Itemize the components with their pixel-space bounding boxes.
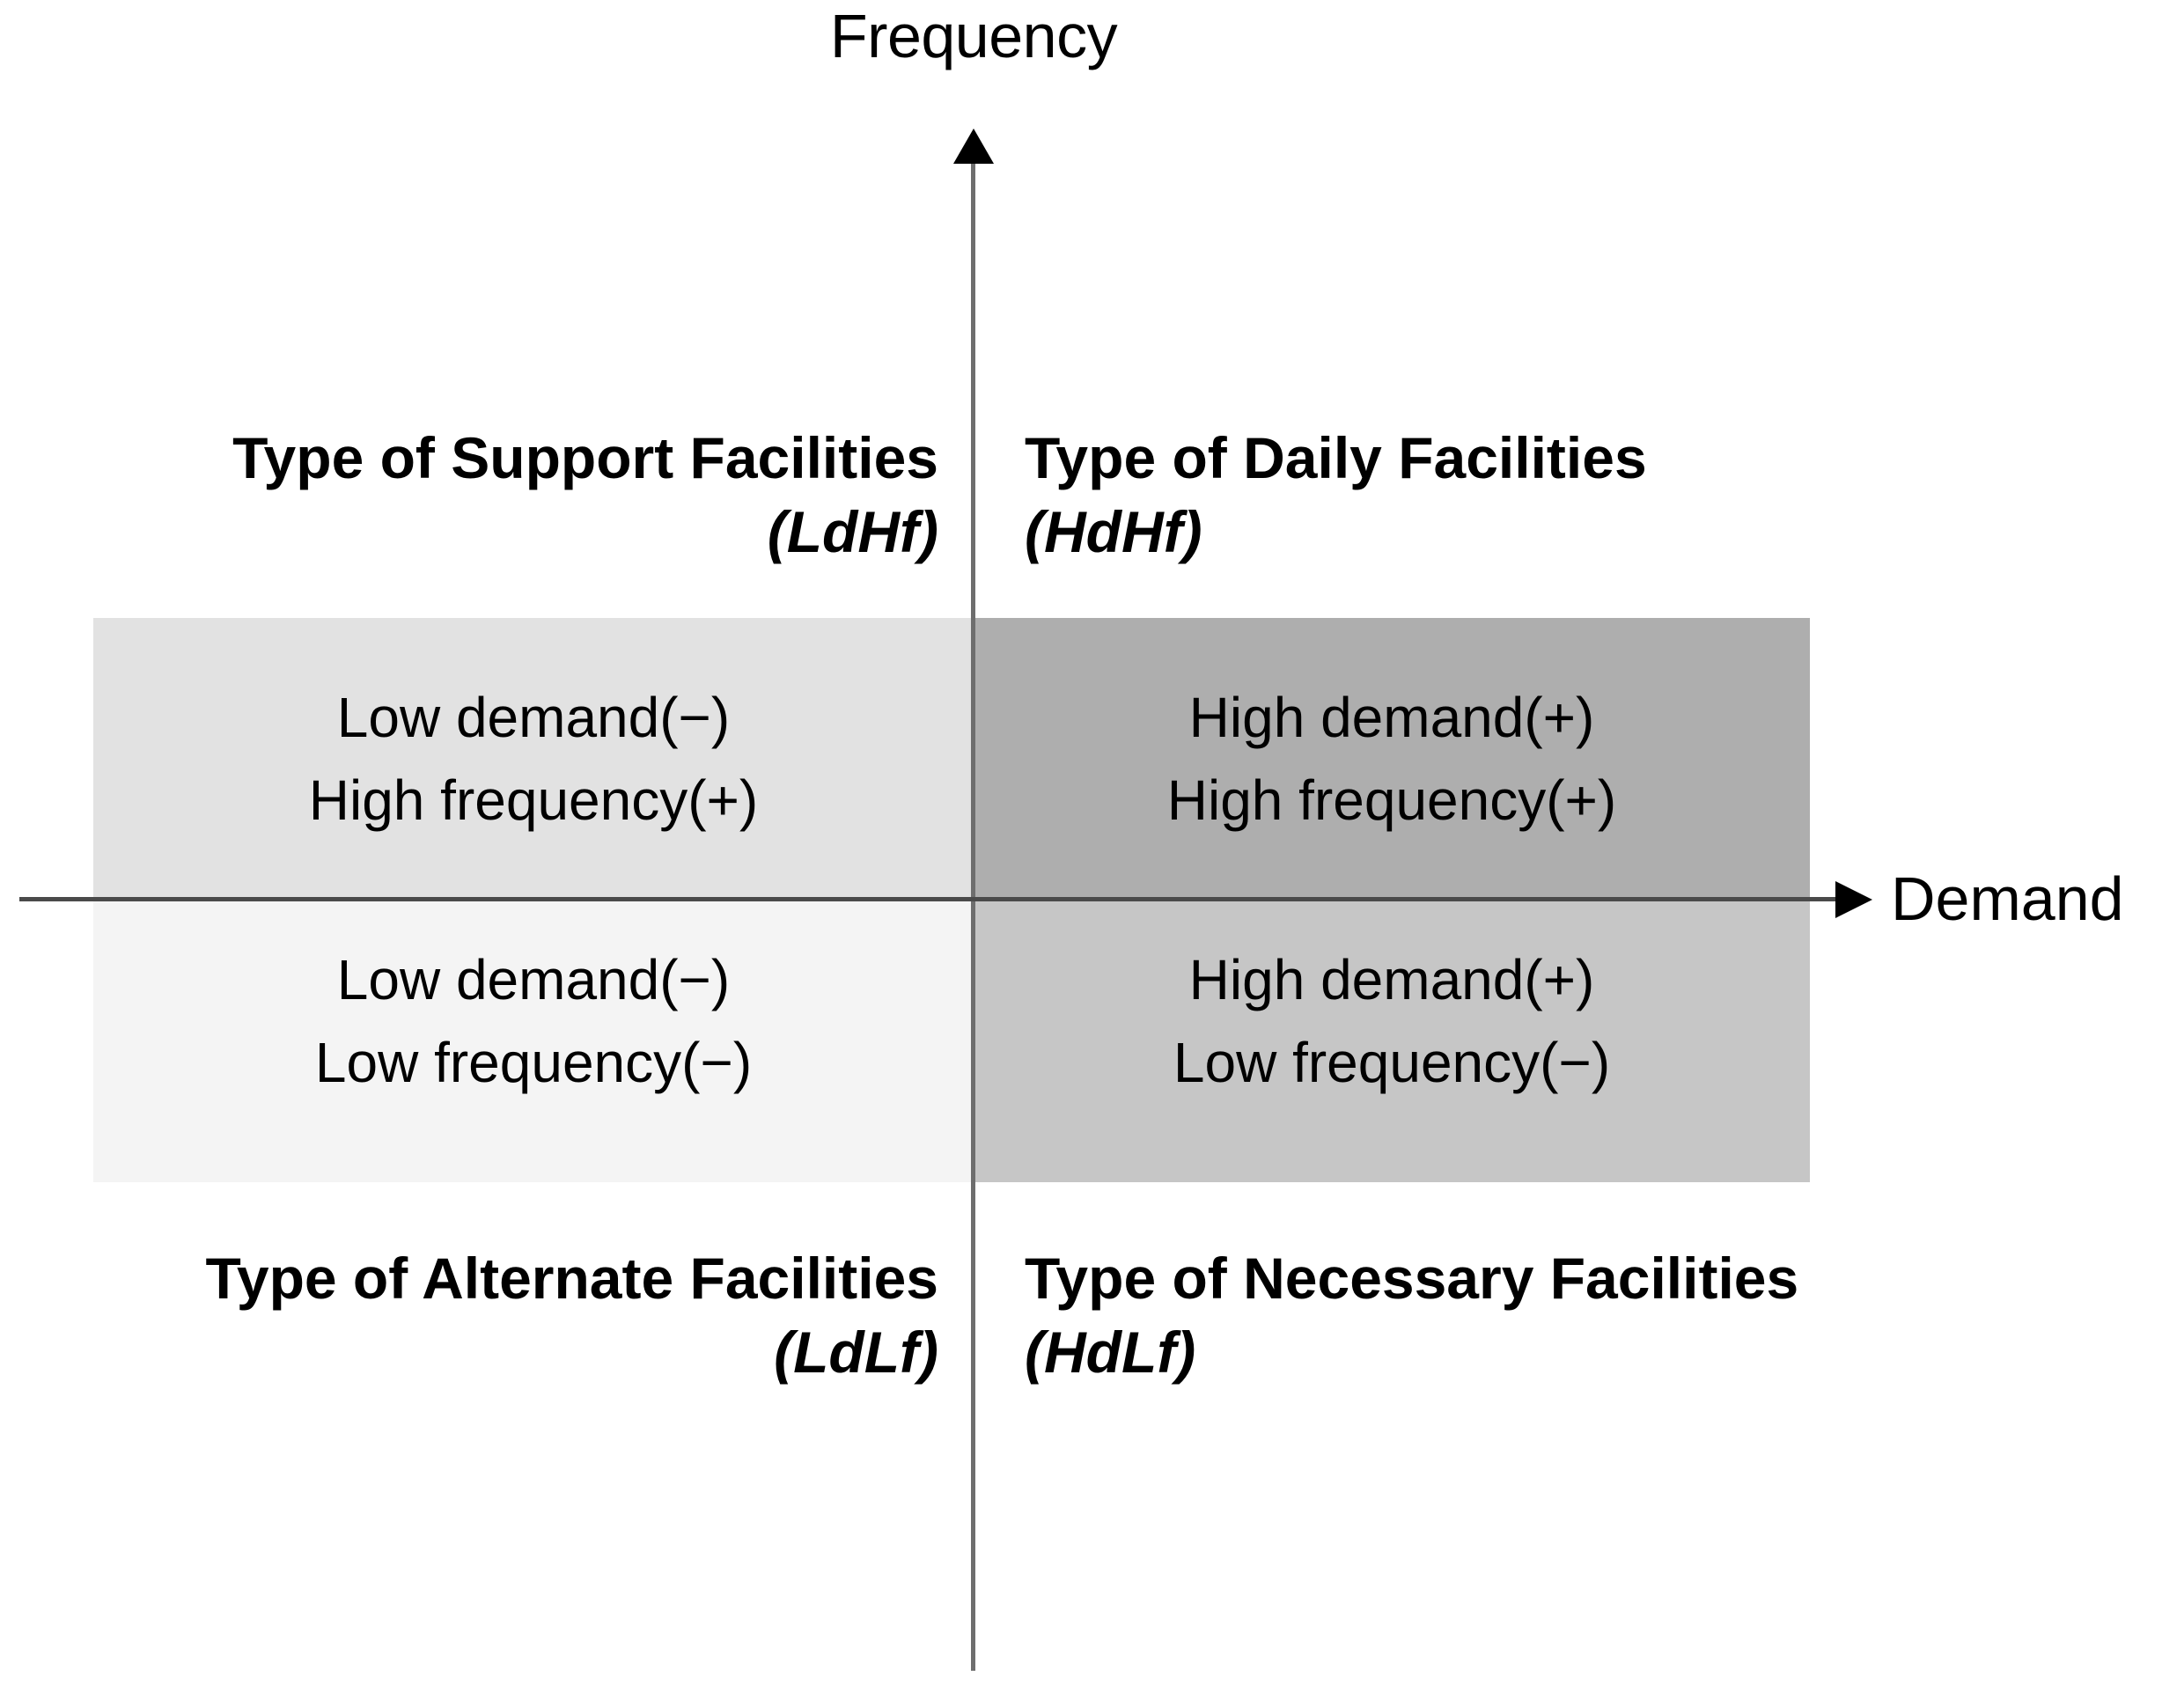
quadrant-fill-bottom-right bbox=[974, 900, 1810, 1182]
quadrant-body-top-left-line1: Low demand(−) bbox=[336, 686, 731, 749]
quadrant-title-top-left-text: Type of Support Facilities bbox=[232, 425, 938, 490]
y-axis-label: Frequency bbox=[829, 2, 1118, 70]
quadrant-title-bottom-left: Type of Alternate Facilities (LdLf) bbox=[35, 1241, 938, 1389]
quadrant-body-bottom-right-line1: High demand(+) bbox=[1188, 948, 1595, 1011]
quadrant-body-top-right: High demand(+) High frequency(+) bbox=[974, 676, 1810, 842]
quadrant-code-bottom-right: (HdLf) bbox=[1025, 1320, 1196, 1385]
vertical-axis-line bbox=[971, 158, 975, 1671]
quadrant-title-bottom-left-text: Type of Alternate Facilities bbox=[205, 1246, 938, 1311]
quadrant-title-top-left: Type of Support Facilities (LdHf) bbox=[35, 421, 938, 569]
quadrant-body-top-right-line2: High frequency(+) bbox=[1166, 768, 1617, 832]
quadrant-title-bottom-right: Type of Necessary Facilities (HdLf) bbox=[1025, 1241, 1993, 1389]
quadrant-body-bottom-left-line2: Low frequency(−) bbox=[314, 1031, 753, 1094]
quadrant-code-bottom-left: (LdLf) bbox=[774, 1320, 938, 1385]
x-axis-label: Demand bbox=[1891, 864, 2124, 933]
quadrant-body-bottom-right-line2: Low frequency(−) bbox=[1173, 1031, 1611, 1094]
quadrant-title-top-right: Type of Daily Facilities (HdHf) bbox=[1025, 421, 1993, 569]
quadrant-title-top-right-text: Type of Daily Facilities bbox=[1025, 425, 1647, 490]
quadrant-body-bottom-left-line1: Low demand(−) bbox=[336, 948, 731, 1011]
quadrant-fill-top-left bbox=[93, 618, 974, 900]
quadrant-code-top-right: (HdHf) bbox=[1025, 499, 1202, 564]
quadrant-code-top-left: (LdHf) bbox=[767, 499, 938, 564]
quadrant-body-top-left-line2: High frequency(+) bbox=[308, 768, 759, 832]
horizontal-axis-arrow-icon bbox=[1835, 881, 1872, 918]
quadrant-body-top-right-line1: High demand(+) bbox=[1188, 686, 1595, 749]
quadrant-body-bottom-left: Low demand(−) Low frequency(−) bbox=[93, 938, 974, 1104]
quadrant-fill-bottom-left bbox=[93, 900, 974, 1182]
quadrant-fill-top-right bbox=[974, 618, 1810, 900]
vertical-axis-arrow-icon bbox=[953, 129, 994, 164]
quadrant-title-bottom-right-text: Type of Necessary Facilities bbox=[1025, 1246, 1799, 1311]
horizontal-axis-line bbox=[19, 897, 1838, 901]
quadrant-body-top-left: Low demand(−) High frequency(+) bbox=[93, 676, 974, 842]
quadrant-body-bottom-right: High demand(+) Low frequency(−) bbox=[974, 938, 1810, 1104]
